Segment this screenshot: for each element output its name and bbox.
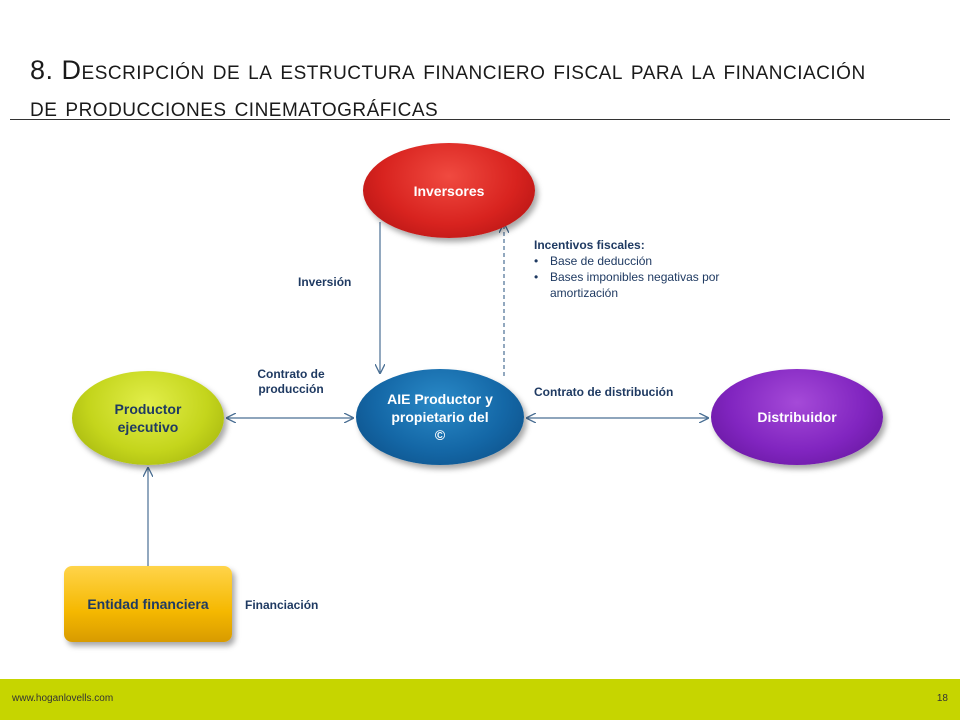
edge-label-contrato-distribucion: Contrato de distribución [534, 385, 674, 399]
page-number: 18 [936, 693, 948, 704]
edge-label-financiacion: Financiación [245, 598, 319, 612]
node-entidad-financiera: Entidad financiera [64, 566, 232, 642]
incentives-list: Base de deducción Bases imponibles negat… [534, 253, 764, 301]
node-inversores: Inversores [363, 143, 535, 238]
node-productor-ejecutivo: Productor ejecutivo [72, 371, 224, 465]
node-entidad-label: Entidad financiera [87, 596, 209, 612]
node-aie: AIE Productor y propietario del © [356, 369, 524, 465]
incentives-title: Incentivos fiscales: [534, 238, 645, 252]
footer-bar [0, 679, 960, 720]
incentives-note: Incentivos fiscales: Base de deducción B… [534, 237, 764, 301]
node-aie-label: AIE Productor y propietario del © [387, 391, 493, 443]
edge-label-contrato-produccion: Contrato de producción [257, 367, 325, 396]
edge-label-inversion: Inversión [298, 275, 352, 289]
list-item: Base de deducción [534, 253, 764, 269]
title-divider [10, 119, 950, 120]
node-productor-label: Productor ejecutivo [114, 401, 182, 435]
page-title-line-2: de producciones cinematográficas [30, 92, 439, 122]
node-inversores-label: Inversores [413, 182, 485, 199]
node-distribuidor: Distribuidor [711, 369, 883, 465]
list-item: Bases imponibles negativas por amortizac… [534, 269, 764, 301]
footer-url: www.hoganlovells.com [12, 693, 114, 704]
page-title: 8. Descripción de la estructura financie… [30, 52, 940, 126]
page-title-line-1: 8. Descripción de la estructura financie… [30, 55, 866, 85]
node-distribuidor-label: Distribuidor [757, 409, 837, 425]
